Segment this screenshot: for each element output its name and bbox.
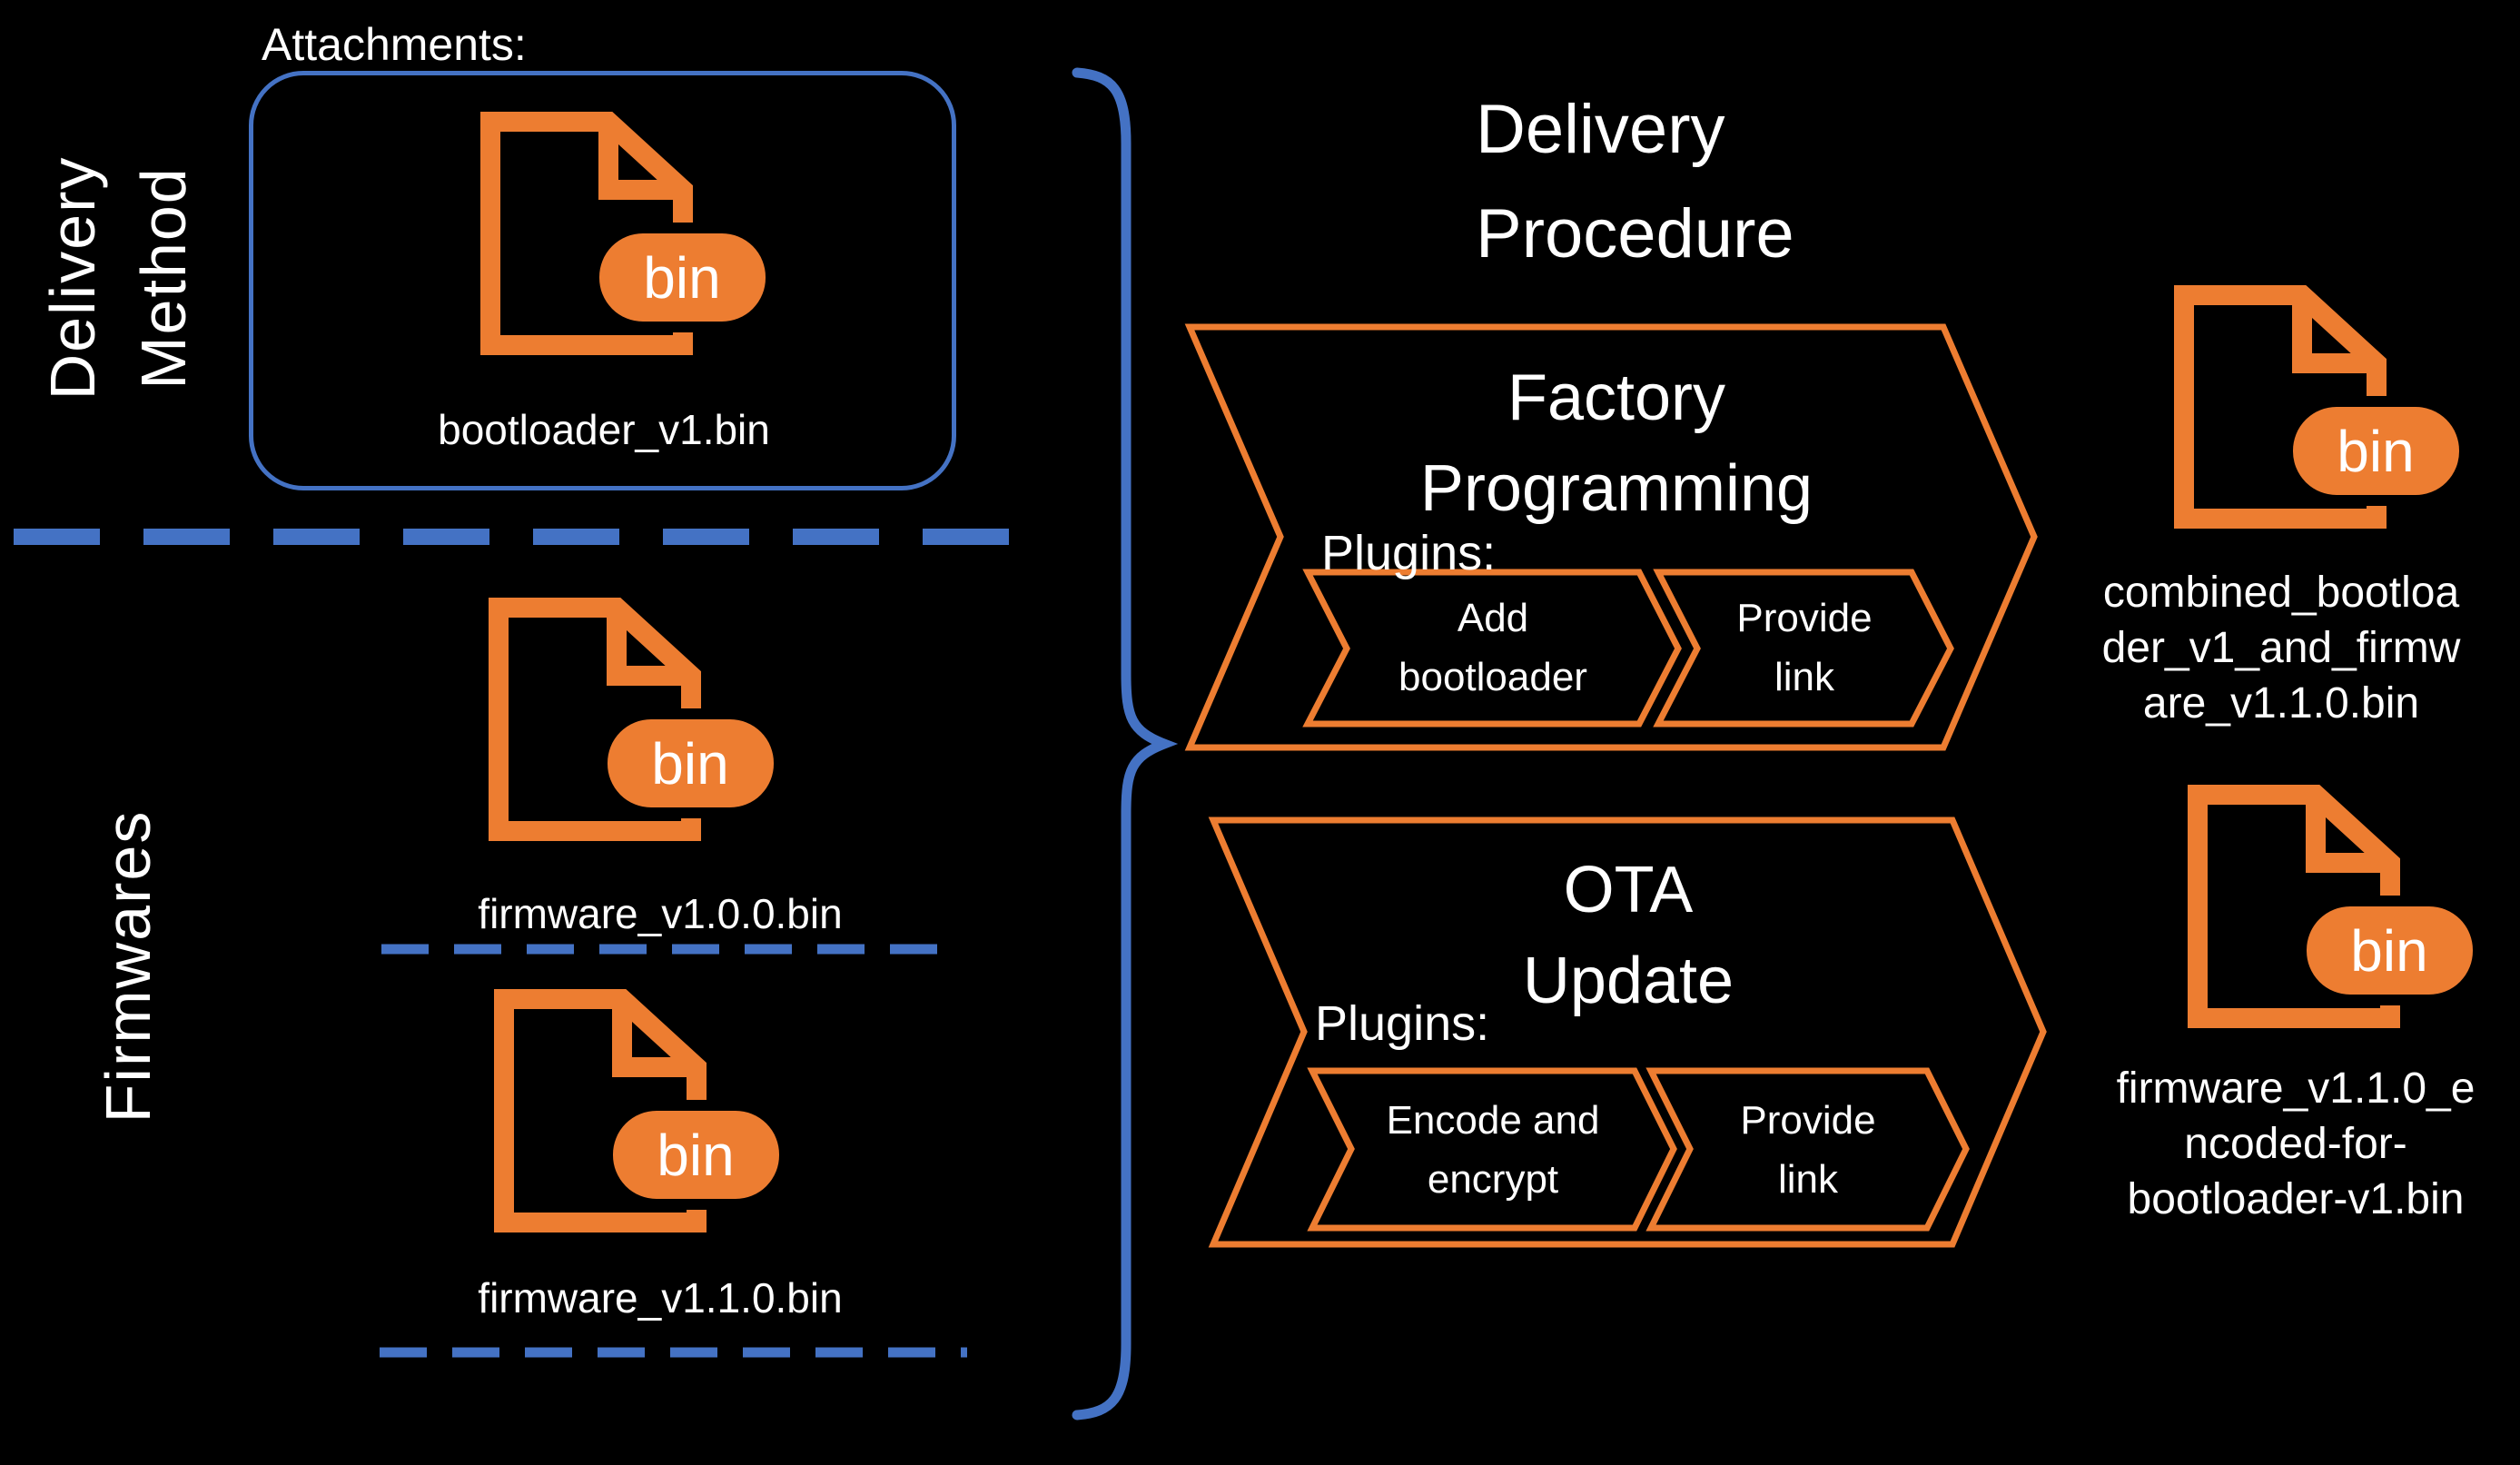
file-name-encoded-output: firmware_v1.1.0_e ncoded-for- bootloader…: [2116, 1064, 2476, 1223]
folded-corner: [2306, 795, 2390, 873]
bin-badge: [602, 1100, 790, 1210]
file-name-bootloader: bootloader_v1.bin: [438, 406, 770, 453]
file-name-firmware-v100: firmware_v1.0.0.bin: [478, 890, 843, 937]
attachments-label: Attachments:: [262, 19, 527, 70]
plugin-chevron-add-bootloader: [1302, 569, 1682, 728]
bin-badge-label: bin: [2337, 419, 2414, 484]
folded-corner: [598, 122, 683, 200]
bin-file-icon-bootloader: bin: [480, 112, 776, 355]
plugin-chevron-provide-link-2: [1645, 1067, 1970, 1232]
plugin-add-bootloader-label: Add bootloader: [1398, 596, 1587, 699]
bin-badge: [2296, 896, 2484, 1005]
bin-badge-label: bin: [643, 245, 720, 311]
bin-file-icon-firmware-v110: bin: [494, 989, 790, 1232]
bin-file-icon-firmware-v100: bin: [489, 598, 785, 841]
factory-programming-title: Factory Programming: [1419, 361, 1813, 525]
bin-badge: [597, 708, 785, 818]
ota-update-title: OTA Update: [1522, 854, 1734, 1017]
delivery-method-section-title: Delivery Method: [37, 155, 199, 401]
factory-programming-chevron: [1184, 323, 2038, 751]
bin-file-icon-encoded-output: bin: [2188, 785, 2484, 1028]
bin-badge-label: bin: [2350, 918, 2427, 984]
file-name-firmware-v110: firmware_v1.1.0.bin: [478, 1274, 843, 1321]
plugin-provide-link-label-1: Provide link: [1736, 596, 1873, 699]
firmwares-section-title: Firmwares: [93, 809, 163, 1123]
ota-update-chevron: [1208, 817, 2047, 1248]
bin-badge-label: bin: [651, 731, 728, 797]
plugins-label-ota: Plugins:: [1315, 996, 1490, 1051]
curly-brace: [1072, 67, 1179, 1420]
folded-corner: [607, 608, 691, 686]
plugin-chevron-provide-link-1: [1653, 569, 1954, 728]
folded-corner: [612, 999, 697, 1077]
plugin-chevron-encode-encrypt: [1307, 1067, 1677, 1232]
delivery-procedure-title: Delivery Procedure: [1476, 91, 1794, 272]
bin-badge: [588, 223, 776, 332]
attachments-box: [249, 71, 956, 490]
folded-corner: [2292, 295, 2377, 373]
bin-badge-label: bin: [657, 1123, 734, 1188]
plugin-provide-link-label-2: Provide link: [1740, 1098, 1876, 1202]
bin-file-icon-combined-output: bin: [2174, 285, 2470, 529]
plugin-encode-encrypt-label: Encode and encrypt: [1386, 1098, 1600, 1202]
file-name-combined-output: combined_bootloa der_v1_and_firmw are_v1…: [2101, 569, 2461, 728]
bin-badge: [2282, 396, 2470, 506]
plugins-label-factory: Plugins:: [1321, 526, 1497, 580]
